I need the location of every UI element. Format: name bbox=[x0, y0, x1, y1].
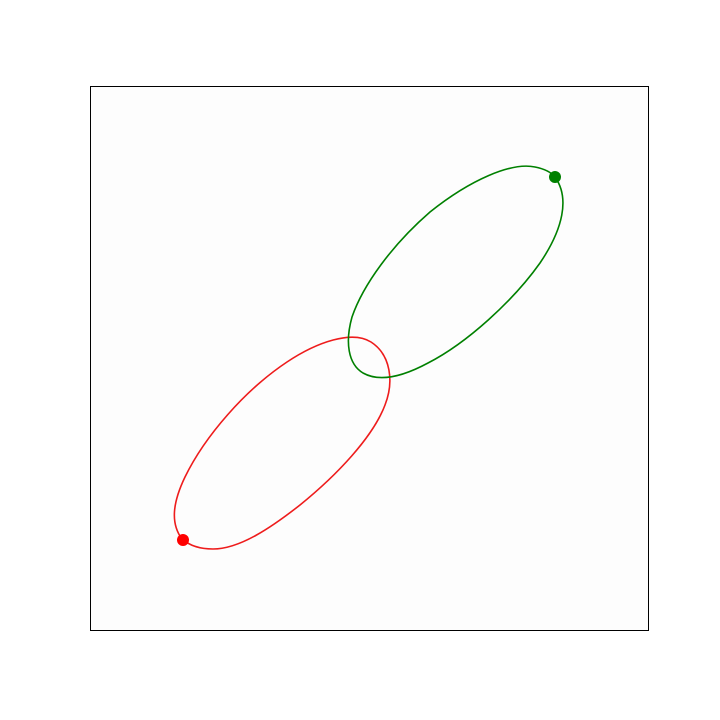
red-orbit-marker bbox=[177, 534, 189, 546]
red-orbit-path bbox=[173, 336, 391, 550]
green-orbit-path bbox=[347, 165, 564, 379]
red-orbit-group bbox=[173, 336, 391, 550]
green-orbit-marker bbox=[549, 171, 561, 183]
plot-panel bbox=[90, 86, 649, 631]
green-orbit-group bbox=[347, 165, 564, 379]
